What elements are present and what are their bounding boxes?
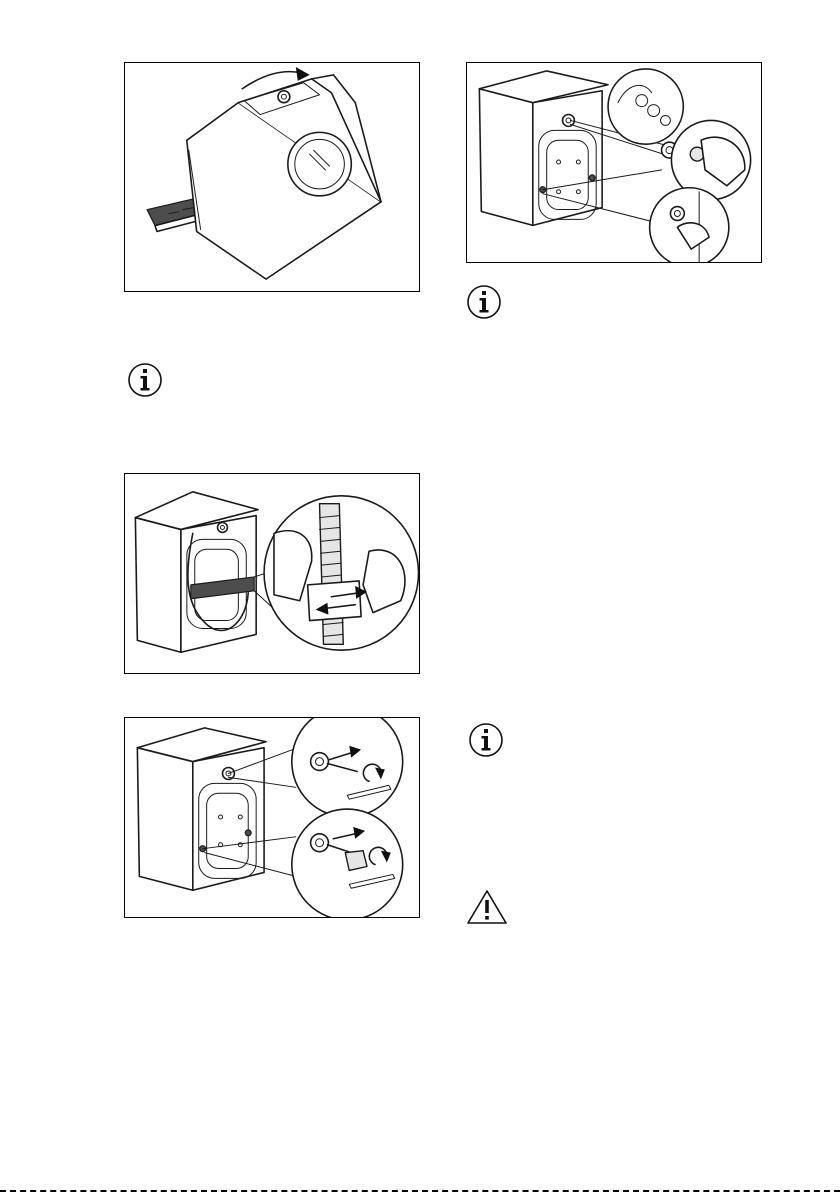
figure-hose-clamp bbox=[124, 473, 420, 674]
warning-triangle-icon bbox=[466, 889, 508, 925]
info-icon bbox=[468, 722, 504, 758]
figure-insert-caps bbox=[466, 62, 762, 263]
figure-tilt-machine bbox=[124, 62, 420, 292]
info-icon bbox=[466, 284, 502, 320]
info-icon bbox=[127, 362, 163, 398]
figure-transit-bolts bbox=[124, 717, 420, 918]
